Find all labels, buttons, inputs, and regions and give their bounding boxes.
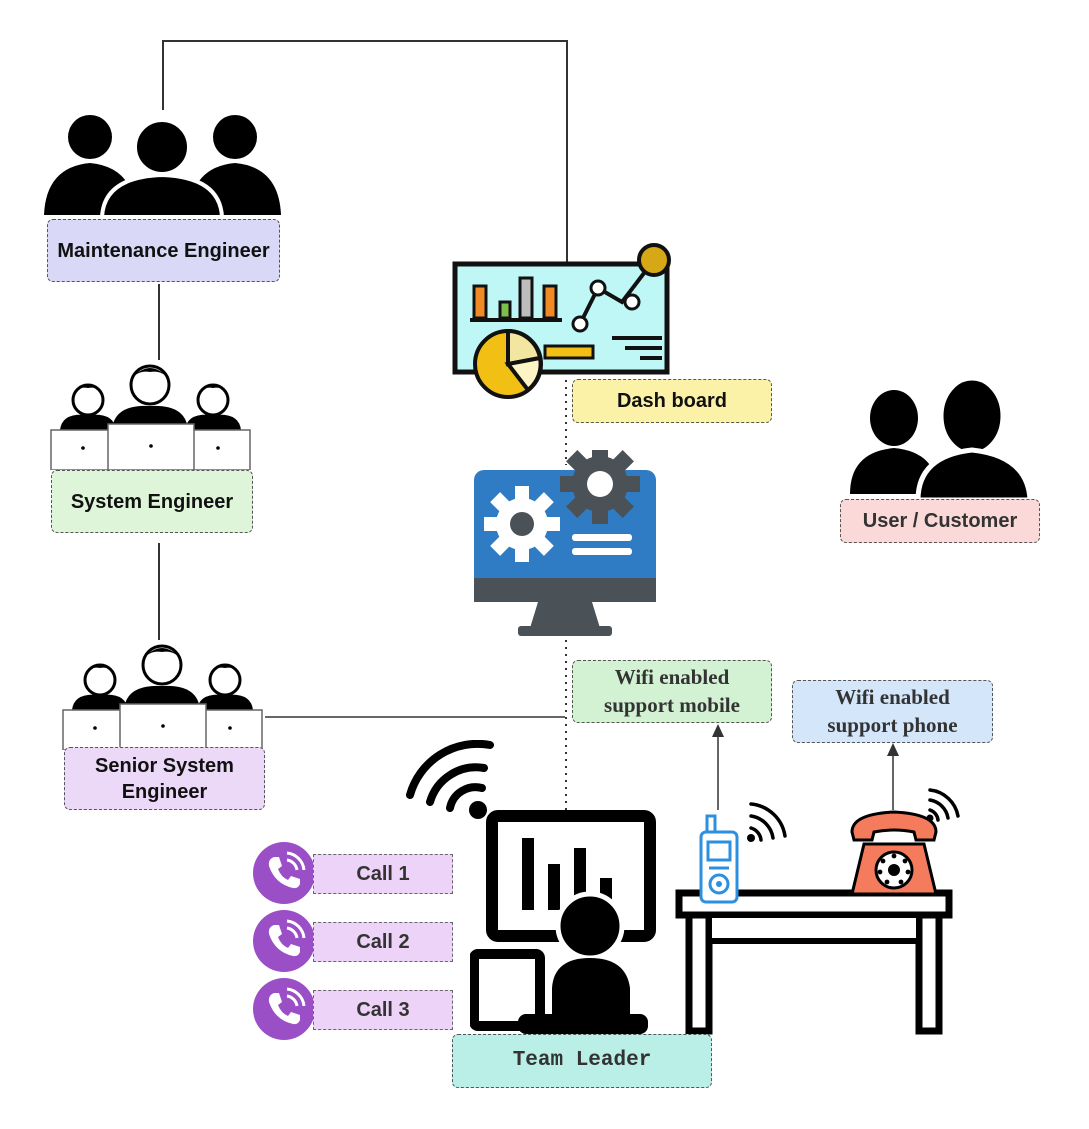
phone-arrow-head	[887, 743, 899, 756]
system-engineer-label: System Engineer	[51, 470, 253, 533]
maintenance-engineer-label: Maintenance Engineer	[47, 219, 280, 282]
telephone-icon	[850, 788, 960, 896]
phone-call-icon	[253, 910, 315, 972]
phone-call-icon	[253, 978, 315, 1040]
phone-call-icon	[253, 842, 315, 904]
engineers-at-laptops-icon	[62, 644, 263, 750]
top-connector	[162, 40, 568, 262]
team-leader-label: Team Leader	[452, 1034, 712, 1088]
dash-board-label: Dash board	[572, 379, 772, 423]
engineers-at-laptops-icon	[50, 364, 251, 470]
call-label: Call 1	[313, 854, 453, 894]
users-icon	[850, 376, 1033, 500]
call-label: Call 2	[313, 922, 453, 962]
desk-icon	[675, 889, 953, 1035]
wifi-mobile-label: Wifi enabled support mobile	[572, 660, 772, 723]
senior-system-engineer-label: Senior System Engineer	[64, 747, 265, 810]
settings-monitor-icon	[474, 450, 656, 636]
wifi-phone-label: Wifi enabled support phone	[792, 680, 993, 743]
wifi-icon	[406, 740, 494, 819]
team-leader-workstation-icon	[470, 810, 656, 1038]
call-label: Call 3	[313, 990, 453, 1030]
group-icon	[44, 115, 281, 217]
dashboard-icon	[452, 243, 671, 399]
user-customer-label: User / Customer	[840, 499, 1040, 543]
mobile-arrow-head	[712, 724, 724, 737]
walkie-talkie-icon	[699, 802, 787, 904]
